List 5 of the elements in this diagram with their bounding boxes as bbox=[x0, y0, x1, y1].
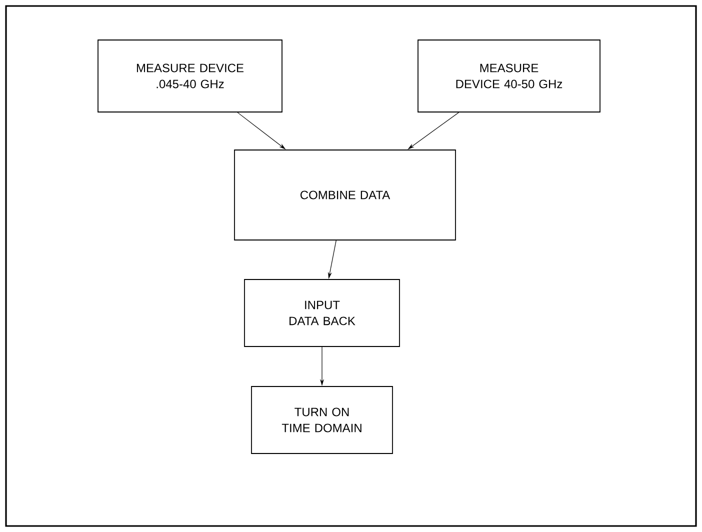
process-box: MEASURE DEVICE .045-40 GHz bbox=[98, 40, 282, 112]
process-box: TURN ON TIME DOMAIN bbox=[251, 386, 393, 454]
process-box: MEASURE DEVICE 40-50 GHz bbox=[418, 40, 600, 112]
process-box: INPUT DATA BACK bbox=[244, 279, 400, 347]
process-box: COMBINE DATA bbox=[234, 150, 456, 240]
